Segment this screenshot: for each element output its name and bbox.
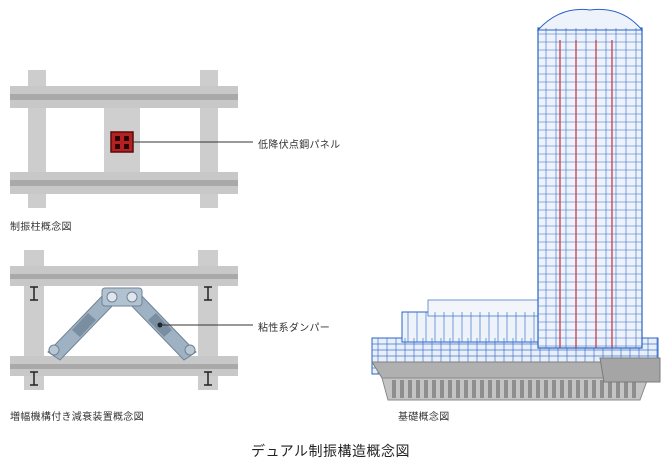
foundation-caption: 基礎概念図 [398,412,450,423]
viscous-damper-label: 粘性系ダンパー [258,323,331,334]
foundation-pile [616,380,620,398]
tower-model [371,8,661,401]
foundation-pile [416,380,420,398]
foundation-pile [440,380,444,398]
i-beam-icon [30,286,212,386]
foundation-pile [432,380,436,398]
foundation-pile [560,380,564,398]
foundation-pile [568,380,572,398]
amplifier-damper-caption: 増幅機構付き減衰装置概念図 [10,412,144,423]
foundation-pile [528,380,532,398]
amplifier-damper-diagram [10,250,253,390]
foundation-pile [400,380,404,398]
foundation-pile [600,380,604,398]
foundation-pile [504,380,508,398]
foundation-pile [576,380,580,398]
low-yield-steel-panel [110,131,134,153]
damping-column-caption: 制振柱概念図 [10,222,72,233]
foundation-pile [584,380,588,398]
foundation-pile [544,380,548,398]
foundation-pile [496,380,500,398]
damping-column-diagram [10,70,253,208]
foundation-pile [552,380,556,398]
foundation-pile [512,380,516,398]
foundation-pile [408,380,412,398]
foundation-pile [448,380,452,398]
foundation-piles [371,357,661,401]
foundation-pile [424,380,428,398]
foundation-pile [632,380,636,398]
foundation-pile [464,380,468,398]
foundation-pile [456,380,460,398]
foundation-pile [520,380,524,398]
foundation-pile [608,380,612,398]
foundation-pile [536,380,540,398]
tower-frame [536,8,644,349]
foundation-pile [624,380,628,398]
foundation-pile [472,380,476,398]
foundation-pile [480,380,484,398]
amplifier-joint [101,287,143,307]
low-yield-steel-panel-label: 低降伏点鋼パネル [258,140,341,151]
figure-caption: デュアル制振構造概念図 [250,444,411,460]
foundation-pile [392,380,396,398]
foundation-pile [488,380,492,398]
foundation-pile [592,380,596,398]
